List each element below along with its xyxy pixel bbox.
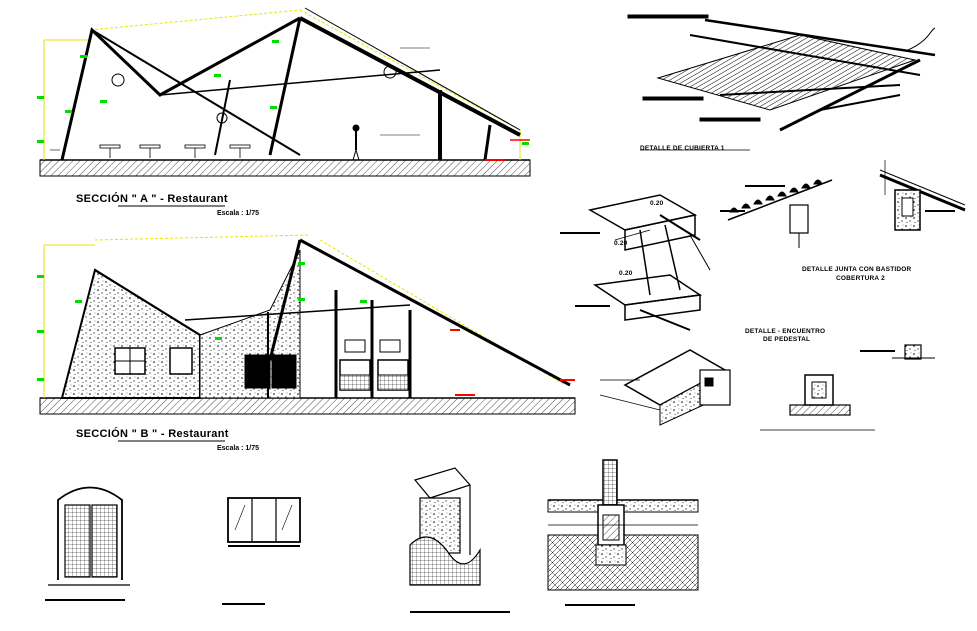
section-a-title: SECCIÓN " A " - Restaurant — [76, 193, 228, 205]
dimension-label: 0.20 — [619, 270, 633, 277]
dimension-label: 0.20 — [614, 240, 628, 247]
door-elevation — [45, 486, 130, 601]
section-b-title: SECCIÓN " B " - Restaurant — [76, 428, 229, 440]
pedestal-3d-drawing — [560, 194, 745, 331]
detail-encuentro-label-1: DETALLE - ENCUENTRO — [745, 328, 826, 335]
detail-cubierta-1-drawing — [627, 14, 936, 151]
detail-cubierta-1-label: DETALLE DE CUBIERTA 1 — [640, 145, 725, 152]
dimension-label: 0.20 — [650, 200, 664, 207]
section-b-scale: Escala : 1/75 — [217, 445, 260, 452]
section-a-drawing — [37, 7, 531, 177]
foundation-section — [547, 459, 699, 606]
encuentro-pedestal-drawing — [599, 344, 935, 431]
window-elevation — [222, 497, 301, 605]
detail-junta-label-2: COBERTURA 2 — [836, 275, 885, 282]
section-a-scale: Escala : 1/75 — [217, 210, 260, 217]
section-b-drawing — [37, 234, 576, 415]
detail-junta-label-1: DETALLE JUNTA CON BASTIDOR — [802, 266, 912, 273]
detail-encuentro-label-2: DE PEDESTAL — [763, 336, 811, 343]
junta-bastidor-drawing — [727, 160, 966, 248]
wall-section-3d — [409, 467, 510, 613]
